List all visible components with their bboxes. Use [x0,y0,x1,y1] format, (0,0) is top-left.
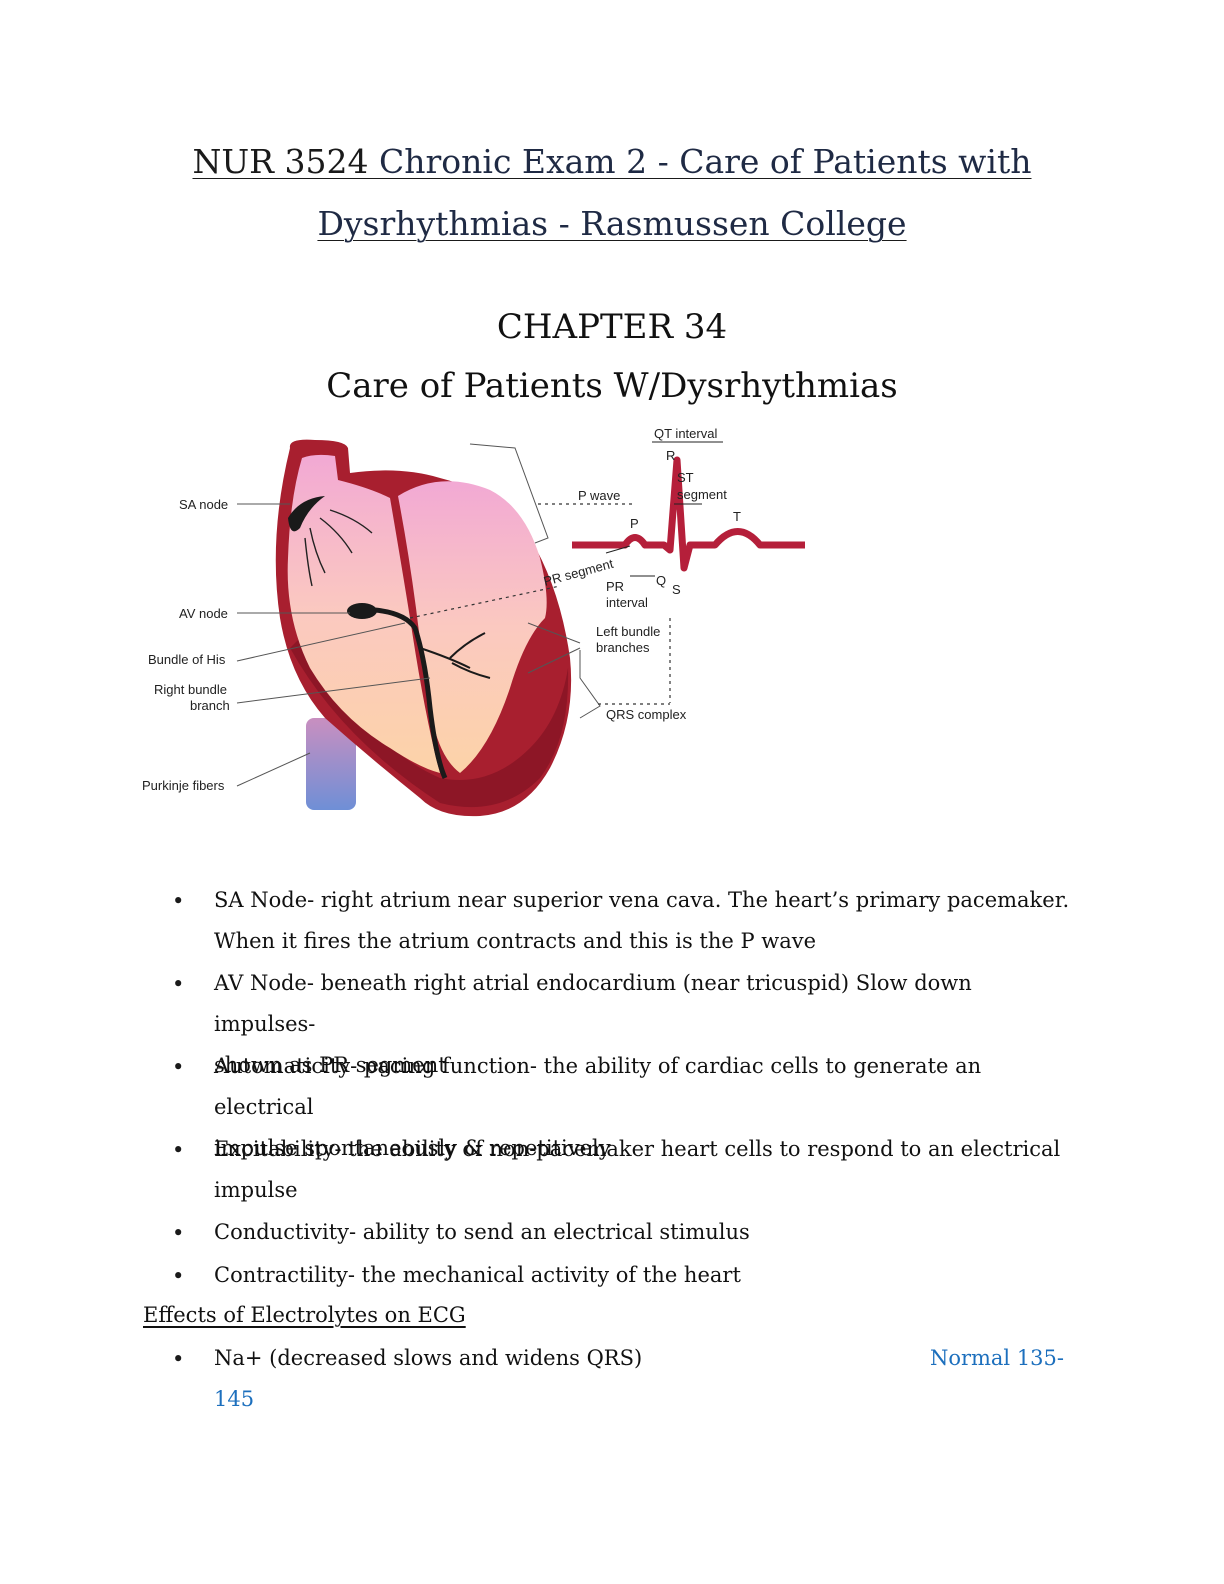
list-item: AV Node- beneath right atrial endocardiu… [214,963,1074,1086]
list-item-line: AV Node- beneath right atrial endocardiu… [214,971,972,1036]
bullet-marker: • [172,889,185,913]
title-main: Chronic Exam 2 - Care of Patients with [379,142,1032,181]
bullet-marker: • [172,1055,185,1079]
dotted-guides [409,503,671,705]
callout-lines [236,443,601,787]
atrial-impulse-arrows [304,509,373,587]
label-pr-segment: PR segment [542,556,615,589]
label-s: S [672,582,681,597]
left-chamber [398,481,547,773]
list-item-line: Contractility- the mechanical activity o… [214,1263,741,1287]
bundle-of-his-shape [374,607,448,780]
label-bundle-of-his: Bundle of His [148,652,226,667]
electrolyte-item: Na+ (decreased slows and widens QRS) Nor… [214,1338,1064,1420]
label-qrs-complex: QRS complex [606,707,687,722]
label-purkinje: Purkinje fibers [142,778,225,793]
av-node-shape [347,603,377,619]
normal-range-text: Normal 135- [929,1346,1064,1370]
bullet-marker: • [172,1138,185,1162]
document-title-line-2: Dysrhythmias - Rasmussen College [0,204,1224,244]
chapter-number: CHAPTER 34 [496,307,728,347]
bullet-marker: • [172,1264,185,1288]
electrolyte-effect-text: Na+ (decreased slows and widens QRS) [214,1346,643,1370]
sa-node-shape [288,496,325,532]
label-qt-interval: QT interval [654,426,717,441]
bullet-marker: • [172,972,185,996]
label-left-bundle-1: Left bundle [596,624,660,639]
heart-conduction-figure: SA node AV node Bundle of His Right bund… [142,426,805,817]
label-pr-2: interval [606,595,648,610]
normal-range-continued: 145 [214,1387,255,1411]
label-pr-1: PR [606,579,624,594]
course-code: NUR 3524 [192,142,379,181]
list-item-line: When it fires the atrium contracts and t… [214,929,817,953]
vena-cava-shape [306,718,356,810]
list-item-line: Excitability- the ability of non-pacemak… [214,1137,1061,1161]
ventricle-muscle [290,638,569,808]
label-right-bundle-2: branch [190,698,230,713]
title-continued: Dysrhythmias - Rasmussen College [317,204,907,243]
effects-section-heading: Effects of Electrolytes on ECG [143,1303,466,1327]
list-item-line: shown as PR segment [214,1053,447,1077]
list-item-line: SA Node- right atrium near superior vena… [214,888,1070,912]
list-item: Excitability- the ability of non-pacemak… [214,1129,1074,1211]
label-av-node: AV node [179,606,228,621]
label-sa-node: SA node [179,497,228,512]
label-q: Q [656,573,666,588]
ecg-trace [572,456,805,572]
label-st-2: segment [677,487,727,502]
list-item-line: impulse spontaneously & repetitively [214,1136,611,1160]
list-item-line: impulse [214,1178,298,1202]
list-item-line: Conductivity- ability to send an electri… [214,1220,750,1244]
document-title-line-1: NUR 3524 Chronic Exam 2 - Care of Patien… [0,142,1224,182]
left-bundle-shape [419,632,491,679]
bullet-marker: • [172,1347,185,1371]
interval-arrows [605,441,723,577]
list-item: Contractility- the mechanical activity o… [214,1255,1074,1296]
list-item-line: Automaticity- pacing function- the abili… [214,1054,982,1119]
label-right-bundle-1: Right bundle [154,682,227,697]
label-left-bundle-2: branches [596,640,650,655]
list-item: Conductivity- ability to send an electri… [214,1212,1074,1253]
list-item: Automaticity- pacing function- the abili… [214,1046,1074,1169]
electrolyte-item-line: Na+ (decreased slows and widens QRS) Nor… [214,1338,1064,1379]
label-r: R [666,448,675,463]
chapter-title: Care of Patients W/Dysrhythmias [326,366,898,406]
bullet-marker: • [172,1221,185,1245]
label-st-1: ST [677,470,694,485]
label-t: T [733,509,741,524]
label-p-wave: P wave [578,488,620,503]
list-item: SA Node- right atrium near superior vena… [214,880,1074,962]
label-p: P [630,516,639,531]
